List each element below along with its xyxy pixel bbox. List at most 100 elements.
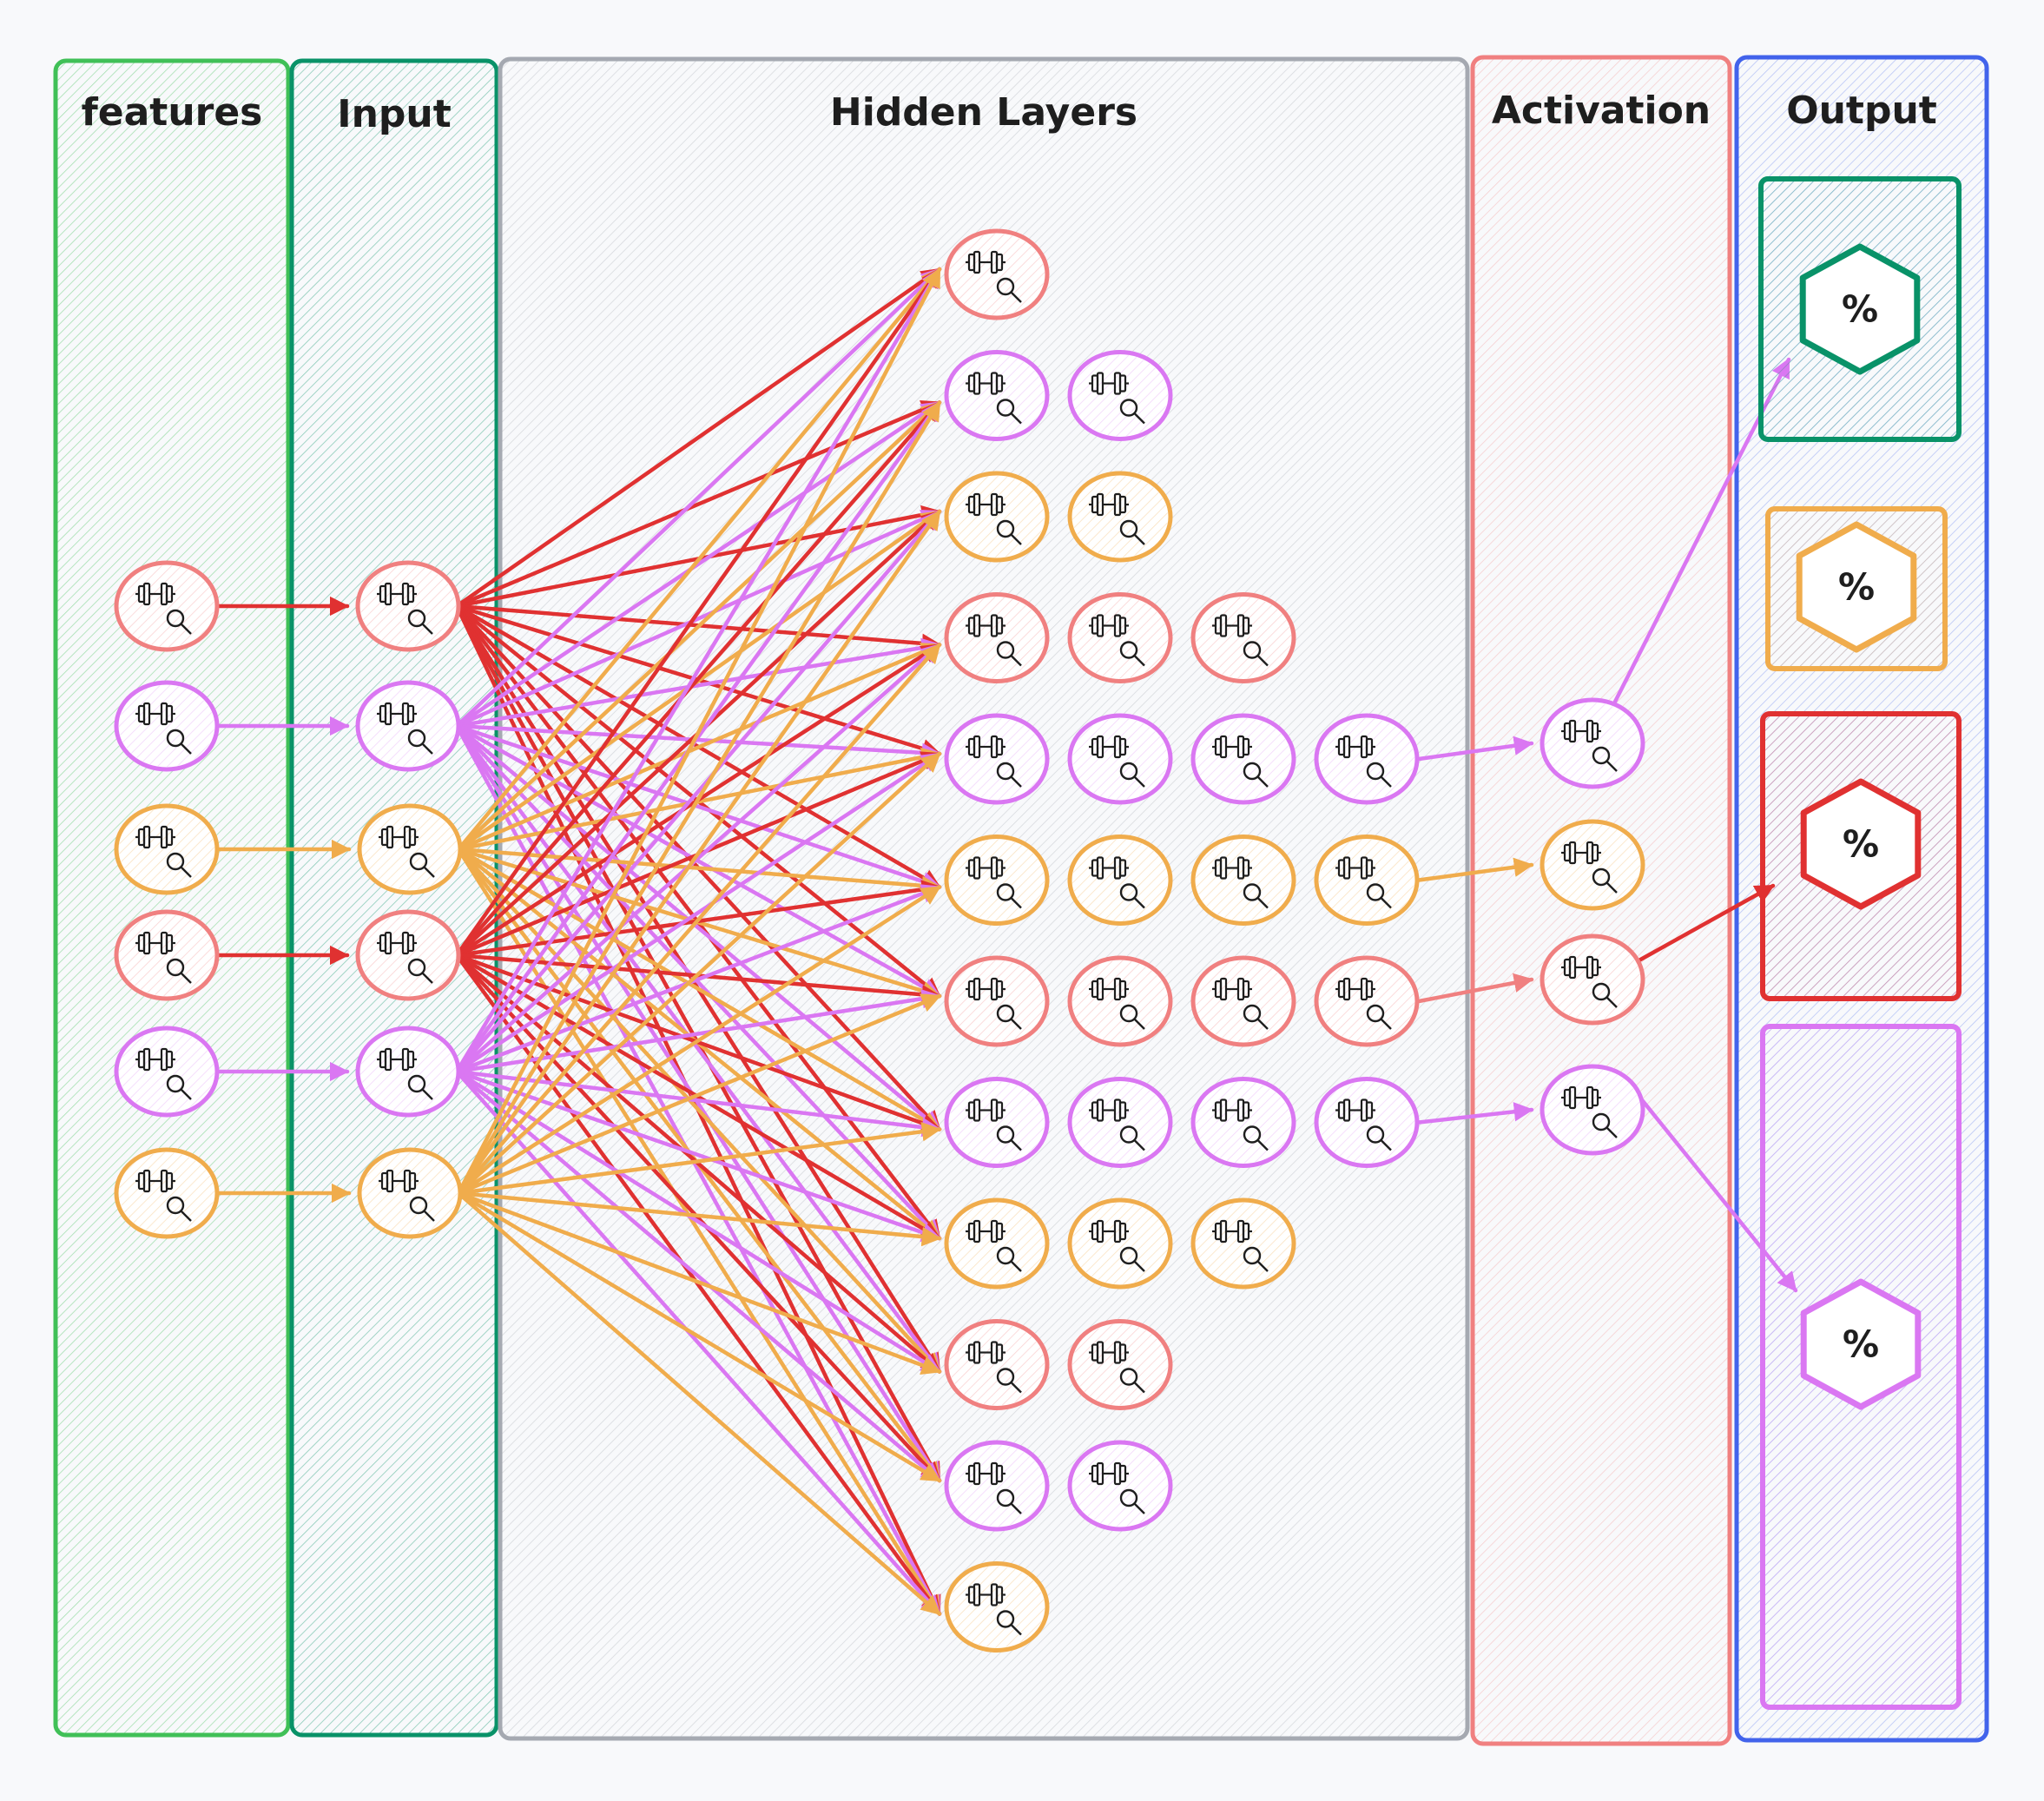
connection-edges (216, 267, 1798, 1616)
hidden-node (944, 471, 1050, 563)
input-to-hidden-edge (456, 751, 942, 1196)
dumbbell-icon (1089, 735, 1129, 759)
input-to-hidden-edge (456, 885, 942, 1196)
input-title: Input (337, 92, 452, 136)
input-to-hidden-edge (454, 400, 942, 729)
dumbbell-icon (1335, 977, 1375, 1001)
hidden-node (944, 713, 1050, 805)
input-to-hidden-edge (454, 400, 942, 609)
hidden-node (1314, 835, 1420, 926)
hidden-node (1067, 1319, 1173, 1410)
input-to-hidden-edge (454, 989, 942, 1074)
hidden-node (944, 1440, 1050, 1532)
dumbbell-icon (966, 1461, 1006, 1486)
input-node (357, 803, 463, 895)
hidden-node (944, 1561, 1050, 1653)
input-node (357, 1147, 463, 1239)
dumbbell-icon (1212, 856, 1252, 880)
magnifier-icon (1119, 519, 1145, 545)
dumbbell-icon (1089, 1461, 1129, 1486)
output-hexagon (1800, 778, 1922, 910)
dumbbell-icon (1561, 841, 1601, 865)
hidden-node (1314, 1077, 1420, 1168)
hidden-node (1067, 835, 1173, 926)
dumbbell-icon (966, 1219, 1006, 1244)
dumbbell-icon (1212, 1219, 1252, 1244)
output-box: % (1760, 711, 1962, 1001)
magnifier-icon (1243, 1125, 1269, 1151)
dumbbell-icon (379, 825, 419, 849)
input-to-hidden-edge (456, 643, 942, 1196)
input-to-hidden-edge (454, 637, 942, 729)
dumbbell-icon (966, 856, 1006, 880)
column-titles: features Input Hidden Layers Activation … (82, 89, 1937, 136)
feature-node (114, 1026, 220, 1118)
input-to-hidden-edge (454, 751, 942, 1074)
magnifier-icon (1243, 641, 1269, 667)
output-title: Output (1786, 89, 1937, 133)
dumbbell-icon (966, 372, 1006, 395)
magnifier-icon (1119, 399, 1145, 425)
input-to-hidden-edge (454, 267, 942, 729)
dumbbell-icon (966, 1098, 1006, 1122)
magnifier-icon (166, 729, 192, 755)
hidden-node (1314, 713, 1420, 805)
magnifier-icon (1366, 762, 1392, 788)
magnifier-icon (407, 729, 433, 755)
hidden-node (1067, 1440, 1173, 1532)
input-to-hidden-edge (456, 1191, 942, 1483)
input-node (355, 1026, 461, 1118)
activation-to-output-edge (1633, 883, 1776, 965)
magnifier-icon (1119, 1246, 1145, 1272)
dumbbell-icon (1335, 735, 1375, 759)
dumbbell-icon (379, 1169, 419, 1193)
features-panel (53, 58, 291, 1738)
dumbbell-icon (966, 1583, 1006, 1606)
dumbbell-icon (135, 702, 175, 726)
magnifier-icon (1119, 641, 1145, 667)
input-to-hidden-edge (456, 643, 942, 852)
features-title: features (82, 90, 263, 135)
magnifier-icon (1592, 982, 1618, 1008)
dumbbell-icon (1335, 1098, 1375, 1122)
hidden-node (944, 1319, 1050, 1410)
dumbbell-icon (1212, 614, 1252, 637)
input-to-hidden-edge (456, 267, 942, 852)
magnifier-icon (409, 852, 435, 878)
magnifier-icon (1592, 868, 1618, 894)
dumbbell-icon (966, 492, 1006, 517)
hidden-to-activation-edge (1416, 1102, 1534, 1125)
dumbbell-icon (966, 250, 1006, 274)
magnifier-icon (1243, 1246, 1269, 1272)
input-to-hidden-edge (454, 509, 942, 729)
hidden-to-activation-edge (1416, 736, 1534, 762)
hidden-layers-title: Hidden Layers (830, 90, 1137, 135)
magnifier-icon (996, 641, 1022, 667)
input-to-hidden-edge (456, 509, 942, 1196)
input-to-hidden-edge (456, 1191, 942, 1247)
output-hexagon (1796, 521, 1917, 653)
input-to-hidden-edge (456, 400, 942, 1196)
hidden-node (1190, 713, 1296, 805)
magnifier-icon (166, 1196, 192, 1222)
dumbbell-icon (966, 735, 1006, 759)
magnifier-icon (1243, 1004, 1269, 1030)
magnifier-icon (996, 1610, 1022, 1636)
dumbbell-icon (966, 977, 1006, 1001)
hidden-node (1190, 1197, 1296, 1290)
magnifier-icon (409, 1196, 435, 1222)
feature-node (114, 909, 220, 1001)
magnifier-icon (996, 883, 1022, 909)
magnifier-icon (1366, 883, 1392, 909)
magnifier-icon (996, 519, 1022, 545)
magnifier-icon (1119, 1488, 1145, 1514)
hidden-node (944, 955, 1050, 1047)
magnifier-icon (996, 1125, 1022, 1151)
magnifier-icon (1119, 883, 1145, 909)
magnifier-icon (996, 1488, 1022, 1514)
magnifier-icon (1592, 1112, 1618, 1138)
input-to-hidden-edge (456, 267, 942, 1196)
magnifier-icon (1366, 1125, 1392, 1151)
input-to-hidden-edge (456, 1191, 942, 1375)
magnifier-icon (996, 277, 1022, 303)
